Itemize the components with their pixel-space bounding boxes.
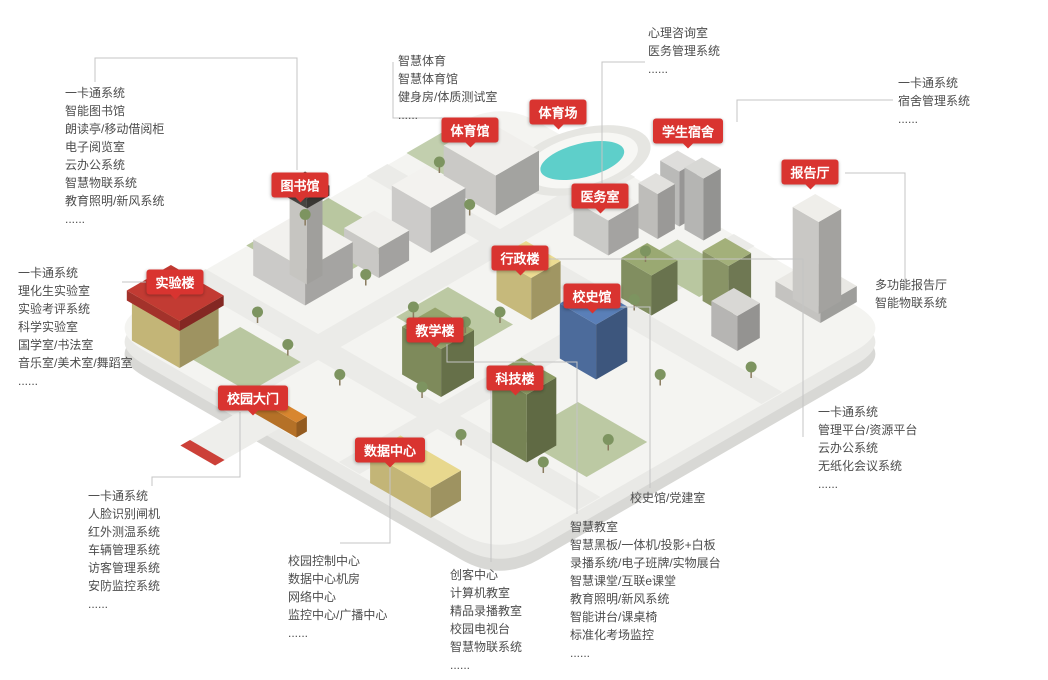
connector-line-teaching (446, 344, 578, 514)
annotation-line: 教育照明/新风系统 (65, 194, 165, 208)
annotation-line: 车辆管理系统 (88, 543, 161, 557)
badge-dormitory: 学生宿舍 (652, 118, 724, 149)
annotation-teaching-list: 智慧教室智慧黑板/一体机/投影+白板录播系统/电子班牌/实物展台智慧课堂/互联e… (570, 518, 721, 662)
annotation-science-tech-list: 创客中心计算机教室精品录播教室校园电视台智慧物联系统...... (450, 566, 522, 674)
annotation-line: 智慧体育 (398, 54, 447, 68)
annotation-line: ...... (18, 374, 39, 388)
annotation-gate-list: 一卡通系统人脸识别闸机红外测温系统车辆管理系统访客管理系统安防监控系统.....… (88, 487, 160, 613)
annotation-line: ...... (450, 658, 471, 672)
annotation-line: 安防监控系统 (88, 579, 161, 593)
annotation-line: 监控中心/广播中心 (288, 608, 388, 622)
badge-lecture-hall: 报告厅 (781, 159, 839, 190)
annotation-line: 国学室/书法室 (18, 338, 94, 352)
annotation-library-list: 一卡通系统智能图书馆朗读亭/移动借阅柜电子阅览室云办公系统智慧物联系统教育照明/… (65, 84, 164, 228)
annotation-line: 校史馆/党建室 (630, 491, 706, 505)
annotation-line: ...... (898, 112, 919, 126)
annotation-line: 网络中心 (288, 590, 337, 604)
annotation-line: 精品录播教室 (450, 604, 523, 618)
badge-admin: 行政楼 (491, 245, 549, 276)
annotation-line: 数据中心机房 (288, 572, 361, 586)
connector-line-gymnasium (392, 62, 458, 119)
badge-history-hall: 校史馆 (563, 283, 621, 314)
annotation-line: 智慧教室 (570, 520, 619, 534)
connector-line-data-center (340, 462, 391, 544)
annotation-line: 一卡通系统 (18, 266, 79, 280)
annotation-dormitory-list: 一卡通系统宿舍管理系统...... (898, 74, 970, 128)
annotation-data-center-list: 校园控制中心数据中心机房网络中心监控中心/广播中心...... (288, 552, 387, 642)
annotation-line: 电子阅览室 (65, 140, 126, 154)
annotation-history-hall-label: 校史馆/党建室 (630, 489, 705, 507)
annotation-line: 医务管理系统 (648, 44, 721, 58)
annotation-line: 智能物联系统 (875, 296, 948, 310)
annotation-line: 科学实验室 (18, 320, 79, 334)
annotation-line: 校园电视台 (450, 622, 511, 636)
annotation-lab-list: 一卡通系统理化生实验室实验考评系统科学实验室国学室/书法室音乐室/美术室/舞蹈室… (18, 264, 133, 390)
annotation-line: 访客管理系统 (88, 561, 161, 575)
annotation-line: 智能图书馆 (65, 104, 126, 118)
annotation-line: 健身房/体质测试室 (398, 90, 498, 104)
connector-line-gate (151, 412, 241, 486)
annotation-line: 无纸化会议系统 (818, 459, 903, 473)
annotation-medical-list: 心理咨询室医务管理系统...... (648, 24, 720, 78)
annotation-line: 智能讲台/课桌椅 (570, 610, 658, 624)
annotation-line: 智慧黑板/一体机/投影+白板 (570, 538, 716, 552)
badge-stadium: 体育场 (529, 99, 587, 130)
annotation-line: 红外测温系统 (88, 525, 161, 539)
connector-line-history-hall (607, 306, 651, 488)
annotation-line: 校园控制中心 (288, 554, 361, 568)
annotation-line: 实验考评系统 (18, 302, 91, 316)
annotation-line: 一卡通系统 (65, 86, 126, 100)
annotation-admin-list: 一卡通系统管理平台/资源平台云办公系统无纸化会议系统...... (818, 403, 917, 493)
annotation-line: 一卡通系统 (898, 76, 959, 90)
badge-lab: 实验楼 (146, 269, 204, 300)
annotation-line: 教育照明/新风系统 (570, 592, 670, 606)
annotation-line: 云办公系统 (818, 441, 879, 455)
annotation-line: ...... (65, 212, 86, 226)
badge-gymnasium: 体育馆 (441, 117, 499, 148)
connector-line-library (94, 57, 298, 170)
connector-line-lecture-hall (845, 172, 906, 280)
badge-medical: 医务室 (571, 183, 629, 214)
annotation-line: 人脸识别闸机 (88, 507, 161, 521)
annotation-line: ...... (570, 646, 591, 660)
annotation-line: 一卡通系统 (818, 405, 879, 419)
annotation-line: 录播系统/电子班牌/实物展台 (570, 556, 721, 570)
badge-gate: 校园大门 (217, 385, 289, 416)
annotation-line: 创客中心 (450, 568, 499, 582)
connector-line-dormitory (736, 99, 893, 122)
annotation-line: 一卡通系统 (88, 489, 149, 503)
annotation-line: ...... (648, 62, 669, 76)
annotation-line: 朗读亭/移动借阅柜 (65, 122, 165, 136)
badge-teaching: 教学楼 (406, 317, 464, 348)
annotation-line: ...... (398, 108, 419, 122)
annotation-line: 音乐室/美术室/舞蹈室 (18, 356, 133, 370)
annotation-line: 理化生实验室 (18, 284, 91, 298)
annotation-gymnasium-list: 智慧体育智慧体育馆健身房/体质测试室...... (398, 52, 497, 124)
annotation-line: 管理平台/资源平台 (818, 423, 918, 437)
annotation-line: ...... (88, 597, 109, 611)
badge-library: 图书馆 (271, 172, 329, 203)
annotation-line: 心理咨询室 (648, 26, 709, 40)
annotation-line: 多功能报告厅 (875, 278, 948, 292)
connector-line-admin (549, 258, 804, 437)
annotation-line: 宿舍管理系统 (898, 94, 971, 108)
annotation-line: 云办公系统 (65, 158, 126, 172)
annotation-line: 智慧物联系统 (450, 640, 523, 654)
annotation-line: 标准化考场监控 (570, 628, 655, 642)
annotation-line: ...... (288, 626, 309, 640)
annotation-line: 计算机教室 (450, 586, 511, 600)
annotation-line: 智慧物联系统 (65, 176, 138, 190)
badge-science-tech: 科技楼 (486, 365, 544, 396)
annotation-line: 智慧课堂/互联e课堂 (570, 574, 677, 588)
annotation-line: 智慧体育馆 (398, 72, 459, 86)
badge-data-center: 数据中心 (354, 437, 426, 468)
annotation-lecture-hall-list: 多功能报告厅智能物联系统 (875, 276, 947, 312)
connector-line-medical (601, 61, 645, 183)
annotation-line: ...... (818, 477, 839, 491)
